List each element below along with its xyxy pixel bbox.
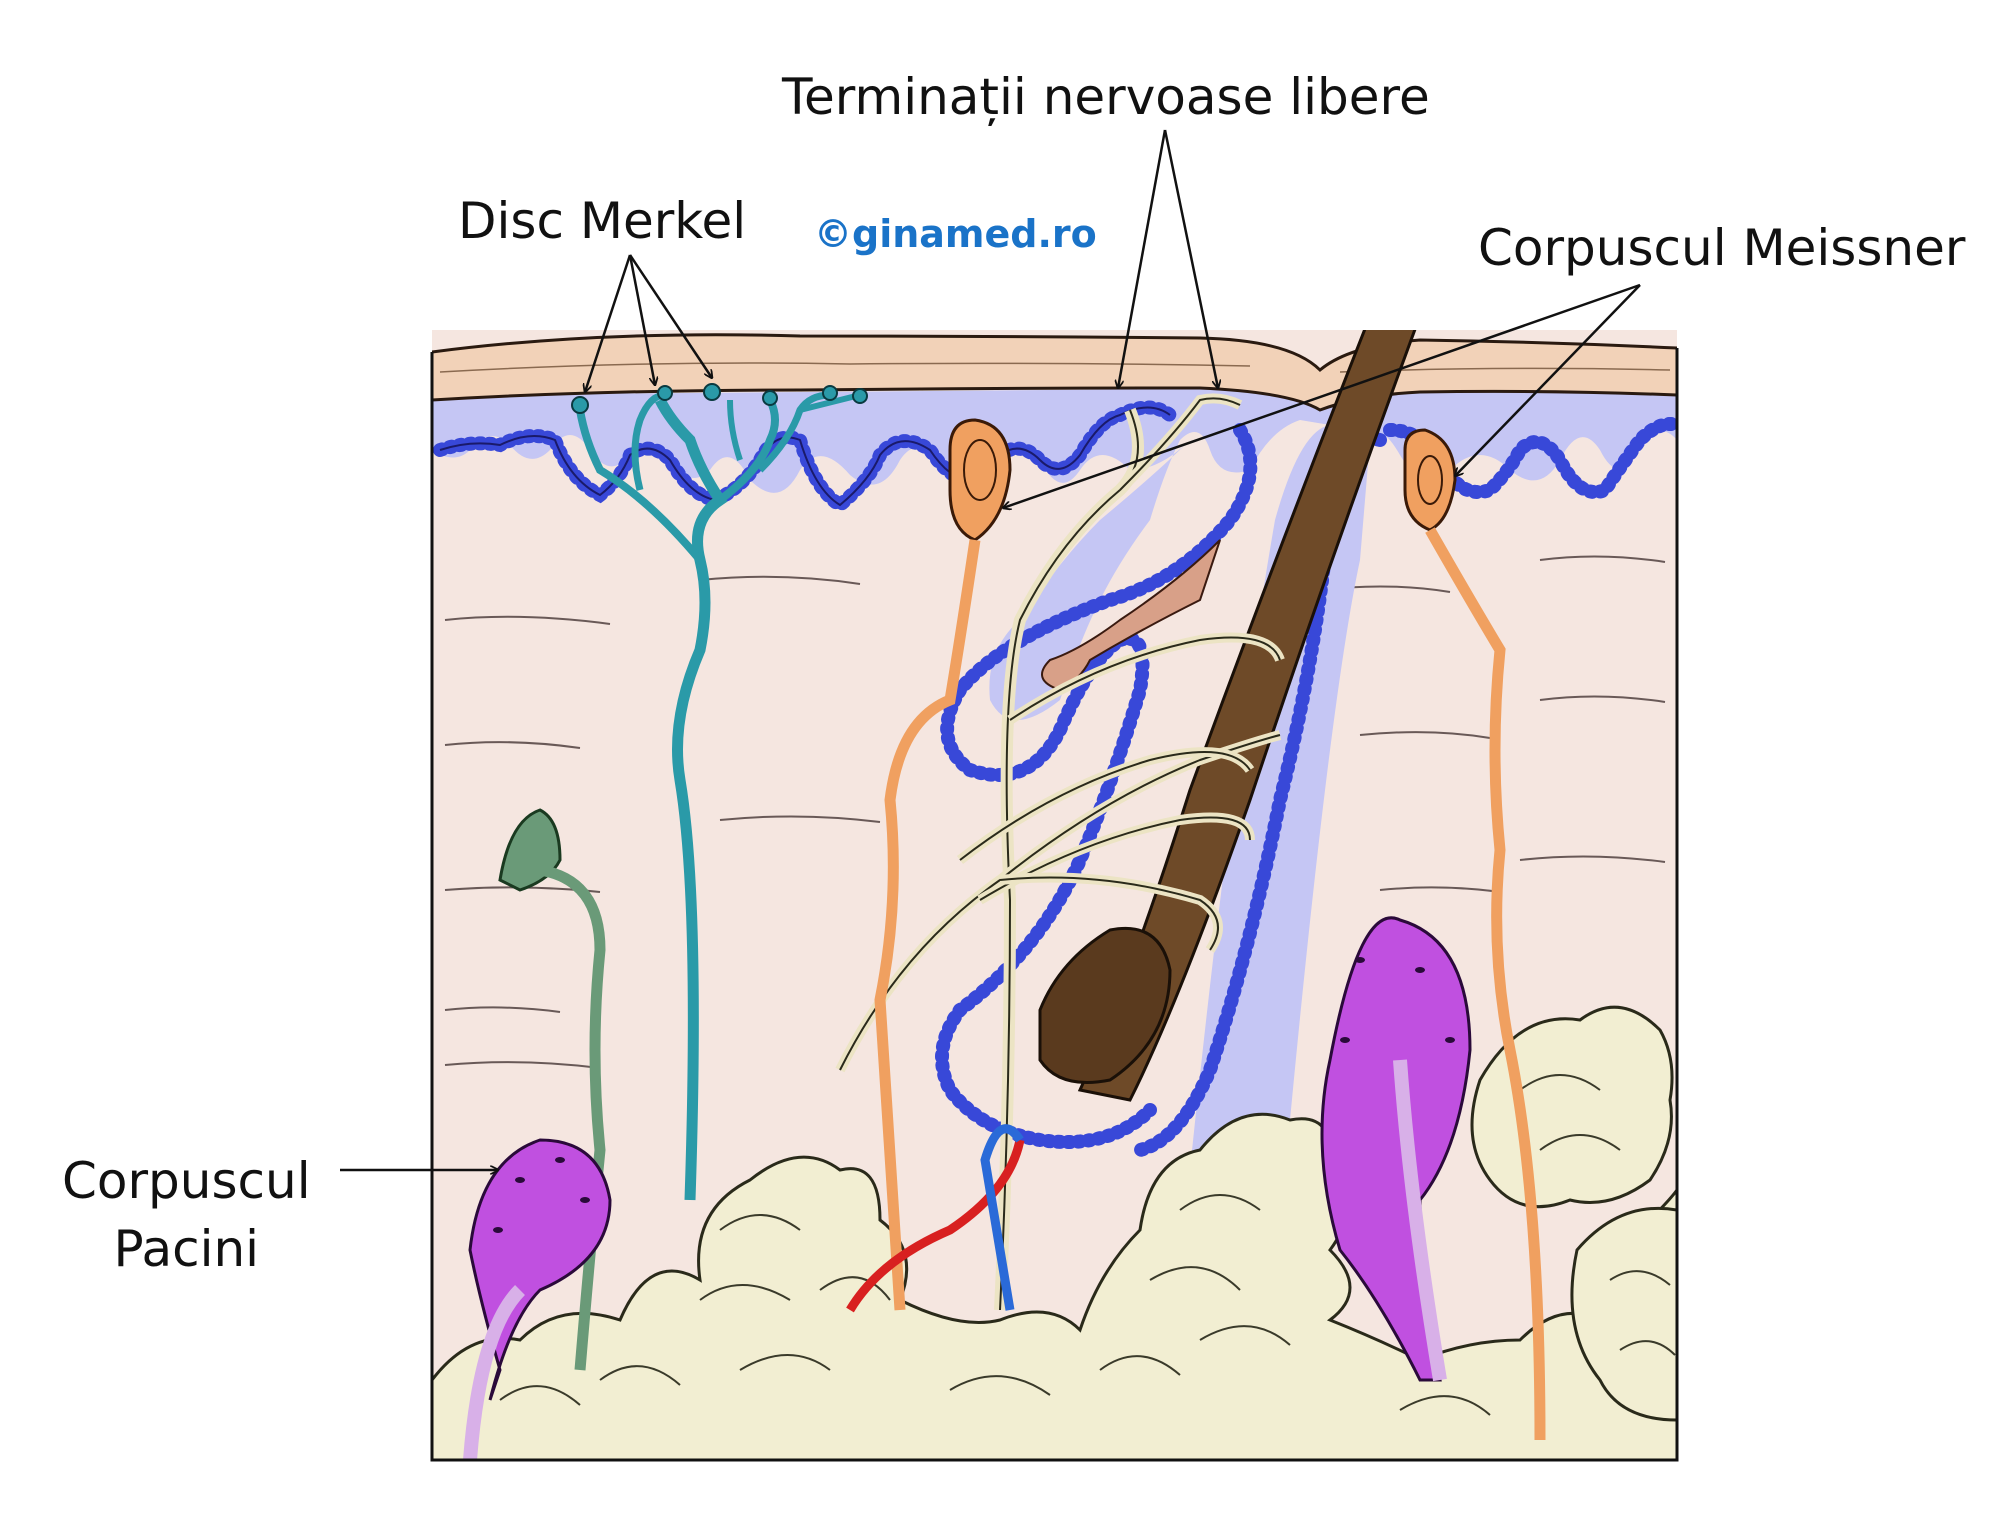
label-pacinian-corpuscle: Corpuscul Pacini	[62, 1148, 311, 1283]
blood-vessels	[846, 1124, 1025, 1313]
terminatii-arrow-1	[1118, 129, 1167, 388]
meissner-arrow-1	[1003, 283, 1641, 508]
fat-lobule-contours	[499, 1074, 1676, 1416]
label-meissner-corpuscle: Corpuscul Meissner	[1478, 219, 1966, 277]
green-nerve	[498, 808, 606, 1371]
merkel-discs	[571, 383, 868, 414]
hair-bulb	[1038, 926, 1172, 1084]
free-nerve-endings	[835, 393, 1285, 1311]
label-pacini-line1: Corpuscul	[62, 1152, 311, 1210]
arrector-pili-muscle	[1041, 539, 1221, 692]
watermark: ©ginamed.ro	[814, 212, 1097, 256]
stratum-basale	[432, 385, 1677, 1170]
merkel-arrow-3	[628, 254, 712, 378]
pacinian-corpuscles	[463, 916, 1472, 1460]
label-merkel-disc: Disc Merkel	[458, 192, 747, 250]
label-pacini-line2: Pacini	[113, 1219, 260, 1278]
tissue-frame	[430, 348, 1679, 1462]
merkel-arrow-1	[585, 254, 632, 392]
terminatii-arrow-2	[1163, 129, 1218, 388]
meissner-corpuscles	[874, 418, 1546, 1441]
merkel-arrow-2	[628, 254, 655, 385]
meissner-arrow-2	[1455, 284, 1641, 476]
hair-shaft	[1077, 330, 1417, 1102]
label-free-nerve-endings: Terminații nervoase libere	[782, 68, 1430, 126]
annotation-arrows	[340, 129, 1641, 1170]
